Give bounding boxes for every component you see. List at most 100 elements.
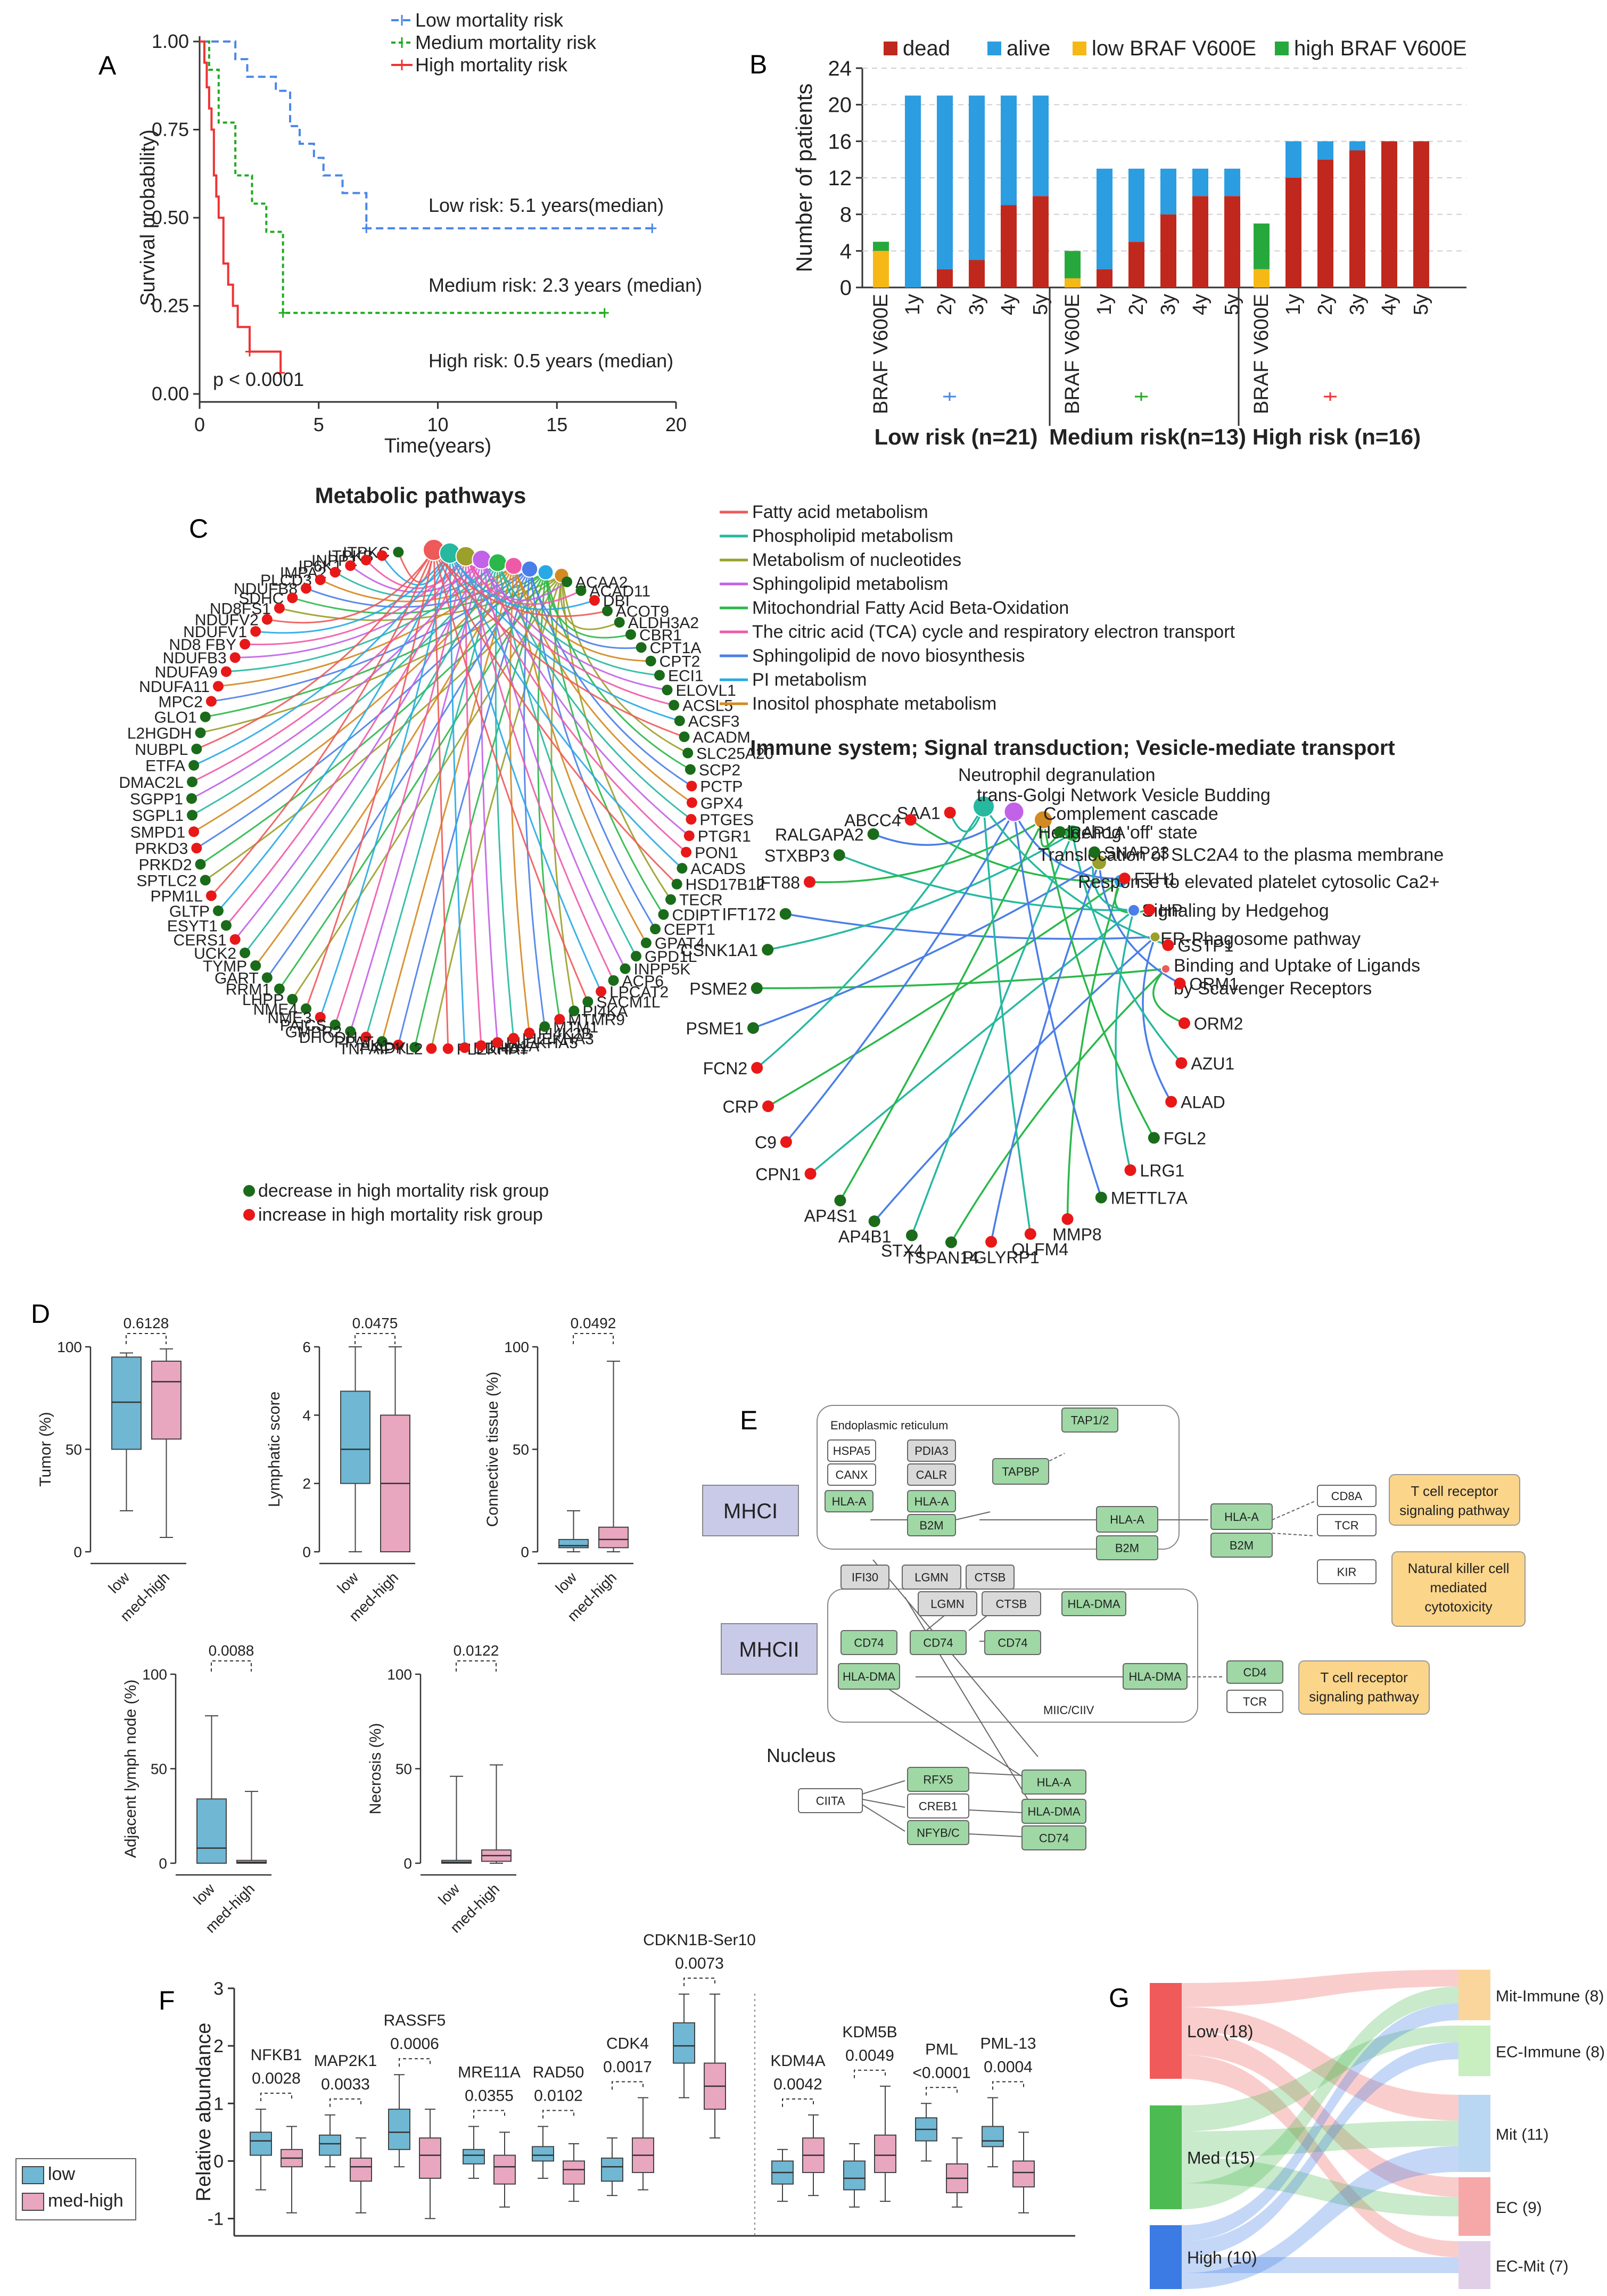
e-gene-canx-label: CANX	[835, 1468, 868, 1482]
c-gene-label: NDUFA9	[155, 664, 218, 681]
c-gene-node	[679, 731, 690, 743]
e-gene-hlaa-3	[1210, 1503, 1273, 1530]
c-immune-gene-label: ABCC4	[844, 811, 901, 830]
e-mhci-box	[702, 1485, 799, 1536]
f-box-low	[463, 2149, 485, 2165]
f-box-med	[493, 2154, 516, 2185]
d-box-low	[111, 1356, 142, 1450]
c-dot-legend-swatch	[243, 1209, 255, 1221]
a-annot-low: Low risk: 5.1 years(median)	[428, 194, 664, 216]
g-right-label: Mit (11)	[1496, 2126, 1548, 2144]
f-box-low	[843, 2160, 866, 2191]
c-legend-entry: Sphingolipid de novo biosynthesis	[752, 646, 1025, 666]
g-flow	[1182, 2003, 1458, 2241]
a-x-tick-label: 20	[665, 414, 687, 435]
c-metabolic-edge	[217, 553, 451, 911]
f-box-med	[874, 2134, 896, 2174]
f-p-value: 0.0028	[252, 2070, 301, 2087]
c-immune-edge	[1013, 811, 1125, 880]
c-immune-edge	[1066, 880, 1122, 1220]
g-left-label: Low (18)	[1187, 2022, 1254, 2041]
c-gene-label: SPTLC2	[136, 872, 196, 890]
b-x-tick-label: 3y	[1157, 294, 1180, 315]
c-gene-node	[685, 764, 696, 775]
e-gene-hlaa-nuc-label: HLA-A	[1037, 1776, 1072, 1789]
c-metabolic-edge	[523, 569, 546, 1027]
c-immune-edge	[753, 861, 1100, 1029]
c-gene-label: ECI1	[668, 667, 704, 685]
c-gene-label: ACAA2	[575, 574, 628, 591]
b-bar-alive	[1160, 168, 1176, 215]
c-gene-node	[650, 924, 661, 935]
c-gene-label: SCP2	[699, 761, 740, 779]
c-metabolic-edge	[433, 549, 589, 1002]
c-immune-edge	[990, 862, 1100, 1242]
g-flow	[1182, 1986, 1458, 2209]
c-gene-label: CPT2	[660, 653, 701, 671]
a-legend-entry: High mortality risk	[415, 54, 568, 76]
e-gene-tap12	[1061, 1408, 1118, 1433]
e-gene-cd74-nuc-label: CD74	[1039, 1832, 1069, 1845]
c-immune-gene-label: CSNK1A1	[680, 941, 758, 960]
f-box-low	[532, 2146, 554, 2162]
b-x-tick-label: 4y	[1189, 294, 1212, 315]
e-link	[968, 1833, 1023, 1837]
c-metabolic-edge	[449, 553, 683, 869]
c-immune-gene-node	[1124, 1164, 1136, 1176]
g-left-node	[1150, 1983, 1182, 2079]
b-x-tick-label: 5y	[1221, 294, 1243, 315]
b-bar-alive	[1317, 141, 1333, 160]
a-legend-entry: Medium mortality risk	[415, 31, 597, 53]
a-y-tick-label: 0.50	[152, 207, 189, 228]
c-immune-gene-label: FGL2	[1164, 1129, 1206, 1148]
c-immune-gene-node	[1054, 826, 1066, 838]
e-output-tcr2-label: signaling pathway	[1309, 1689, 1419, 1705]
f-legend-entry: med-high	[48, 2191, 123, 2211]
c-immune-hub	[1127, 904, 1140, 917]
c-gene-node	[640, 937, 652, 949]
b-bar-dead	[1224, 196, 1240, 287]
c-immune-gene-label: C9	[755, 1133, 777, 1152]
e-gene-nfybc	[907, 1820, 969, 1845]
d-y-tick-label: 0	[73, 1544, 82, 1560]
panel-label-c: C	[189, 514, 208, 544]
e-arrow	[862, 1804, 905, 1832]
c-metabolic-edge	[365, 562, 499, 1038]
f-box-low	[601, 2158, 623, 2182]
c-immune-pathway-label: Translocation of SLC2A4 to the plasma me…	[1038, 845, 1444, 865]
c-gene-label: LPCAT2	[609, 984, 669, 1001]
c-gene-label: GMPR2	[285, 1024, 342, 1041]
f-legend-entry: low	[48, 2164, 75, 2184]
g-flow	[1182, 2146, 1458, 2289]
d-y-tick-label: 0	[159, 1855, 167, 1872]
e-arrow	[862, 1799, 905, 1808]
c-metabolic-edge	[193, 553, 451, 767]
b-bar-dead	[1349, 150, 1365, 287]
f-p-value: 0.0004	[984, 2058, 1033, 2076]
b-bar-dead	[1160, 214, 1176, 287]
c-gene-label: CDIPT	[672, 907, 720, 924]
c-immune-gene-label: FCN2	[703, 1059, 748, 1078]
e-gene-kir-label: KIR	[1337, 1566, 1357, 1579]
c-gene-node	[229, 652, 241, 663]
c-immune-gene-node	[747, 1022, 760, 1034]
g-flow	[1182, 2042, 1458, 2257]
c-immune-gene-node	[1089, 846, 1101, 858]
g-flow	[1182, 2055, 1458, 2257]
b-x-tick-label: 5y	[1029, 294, 1052, 315]
c-gene-node	[240, 947, 251, 958]
d-p-value: 0.6128	[123, 1315, 169, 1331]
c-gene-node	[188, 760, 200, 771]
c-immune-gene-node	[1118, 873, 1131, 885]
b-bar-dead	[937, 269, 953, 287]
f-sig-bracket	[854, 2069, 886, 2078]
c-gene-node	[677, 863, 688, 874]
c-immune-gene-label: MMP8	[1052, 1225, 1101, 1244]
c-gene-node	[681, 846, 692, 858]
d-box-low	[340, 1390, 370, 1484]
e-gene-hlaa-er	[825, 1490, 873, 1512]
b-legend-entry: dead	[903, 37, 950, 60]
c-gene-label: GPD1L	[645, 948, 697, 966]
c-immune-edge	[983, 805, 1168, 947]
c-immune-pathway-label: trans-Golgi Network Vesicle Budding	[977, 785, 1271, 805]
